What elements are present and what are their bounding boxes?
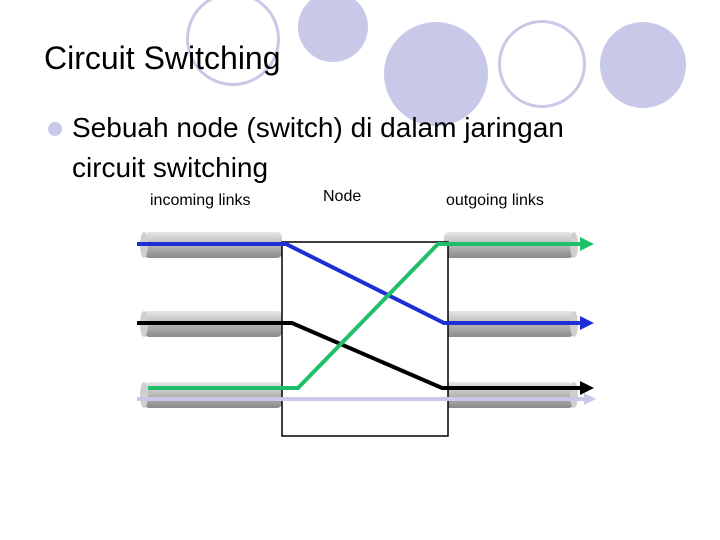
decorative-circle-outline-1	[186, 0, 280, 86]
circuit-line-blue	[137, 242, 582, 325]
incoming-cable-3	[140, 382, 282, 408]
node-box	[281, 241, 449, 437]
arrowhead-lavender	[584, 393, 596, 405]
decorative-circle-filled-1	[298, 0, 368, 62]
decorative-circle-filled-2	[384, 22, 488, 126]
incoming-links-label: incoming links	[150, 192, 251, 209]
bullet-text: Sebuah node (switch) di dalam jaringan c…	[72, 108, 564, 188]
bullet-line-1: Sebuah node (switch) di dalam jaringan	[72, 112, 564, 143]
arrowhead-black	[580, 381, 594, 395]
arrowhead-green	[580, 237, 594, 251]
outgoing-links-label: outgoing links	[446, 192, 544, 209]
outgoing-cable-3	[444, 382, 578, 408]
bullet-icon	[48, 122, 62, 136]
circuit-line-black	[137, 321, 582, 390]
node-label: Node	[323, 188, 362, 205]
circuit-line-green	[148, 242, 582, 390]
page-title: Circuit Switching	[44, 40, 281, 76]
decorative-circle-filled-3	[600, 22, 686, 108]
decorative-circle-outline-2	[498, 20, 586, 108]
arrowhead-blue	[580, 316, 594, 330]
bullet-line-2: circuit switching	[72, 152, 269, 183]
